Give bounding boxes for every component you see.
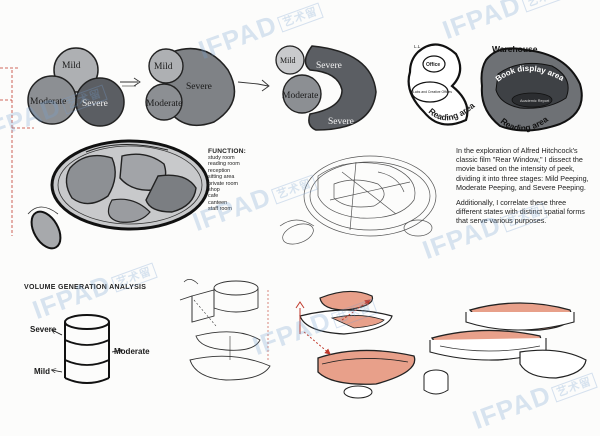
description-paragraph-2: Additionally, I correlate these three di… <box>456 198 585 226</box>
volume-section-title: VOLUME GENERATION ANALYSIS <box>24 284 147 291</box>
function-item: canteen <box>208 199 228 206</box>
function-item: reading room <box>208 161 240 168</box>
function-item: staff room <box>208 206 232 213</box>
volume-severe-label: Severe <box>30 325 57 334</box>
arrow-1-icon <box>120 77 141 87</box>
mild-label-3: Mild <box>280 56 296 65</box>
severe-circle <box>75 77 125 127</box>
sketch-plan <box>279 155 437 245</box>
volume-moderate-label: Moderate <box>114 347 150 356</box>
function-item: shop <box>208 187 220 194</box>
moderate-label: Moderate <box>30 97 66 107</box>
function-item: private room <box>208 180 238 187</box>
function-title: FUNCTION: <box>208 148 247 155</box>
office-label: Office <box>426 62 440 68</box>
severe-label: Severe <box>82 99 108 109</box>
function-item: study room <box>208 155 235 161</box>
floor-plan-grey <box>27 139 210 250</box>
volume-sketch-3 <box>295 290 416 399</box>
academic-report-label: Academic Report <box>520 99 550 103</box>
warehouse-label: Warehouse <box>492 44 538 54</box>
arrow-2-icon <box>237 79 270 92</box>
volume-sketch-4 <box>423 302 587 395</box>
concept-board: Mild Moderate Severe Mild Severe Moderat… <box>0 43 587 399</box>
volume-mild-label: Mild <box>34 367 50 376</box>
severe-label-3a: Severe <box>316 61 342 71</box>
moderate-label-3: Moderate <box>282 91 318 101</box>
mild-label: Mild <box>62 61 81 71</box>
labs-label: Labs and Creative Offices <box>413 90 452 94</box>
volume-cylinders <box>52 314 122 384</box>
dashed-frame <box>0 67 34 236</box>
function-item: reception <box>208 167 231 174</box>
zoning-diagram-1: L.L Office Labs and Creative Offices Rea… <box>407 43 477 126</box>
stage-diagram-2: Mild Severe Moderate <box>145 47 236 127</box>
description-paragraph-1: In the exploration of Alfred Hitchcock's… <box>456 146 589 192</box>
function-item: cafe <box>208 193 219 200</box>
ll-label: L.L <box>414 44 421 49</box>
function-item: sitting area <box>208 174 235 181</box>
stage-diagram-3: Mild Severe Moderate Severe <box>275 45 377 131</box>
severe-label-3b: Severe <box>328 117 354 127</box>
description-block: In the exploration of Alfred Hitchcock's… <box>456 146 590 232</box>
severe-label-2: Severe <box>186 82 212 92</box>
zoning-diagram-2: Warehouse Book display area Academic Rep… <box>480 44 583 133</box>
volume-sketch-2 <box>179 279 271 381</box>
mild-label-2: Mild <box>154 62 173 72</box>
stage-diagram-1: Mild Moderate Severe <box>27 47 125 127</box>
moderate-label-2: Moderate <box>146 99 182 109</box>
